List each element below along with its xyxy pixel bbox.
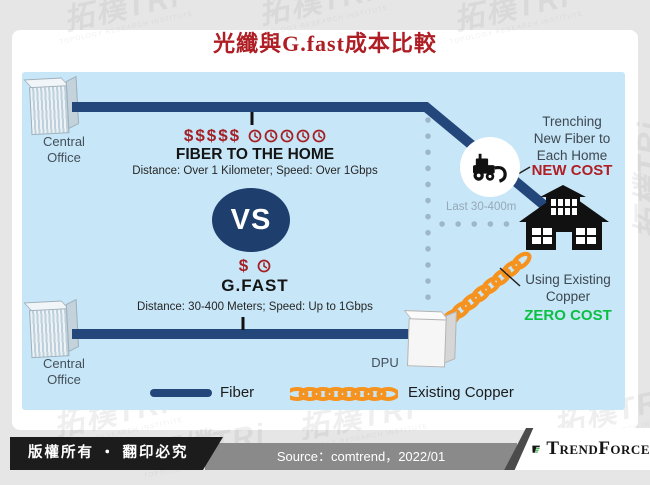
gfast-cost-row: $: [130, 256, 380, 276]
vs-badge: VS: [212, 188, 290, 252]
fiber-specs: Distance: Over 1 Kilometer; Speed: Over …: [132, 165, 378, 177]
brand-logo-box: TrendForce: [504, 428, 650, 470]
trendforce-logo-icon: [532, 445, 541, 453]
central-office-label-top: Central Office: [43, 134, 85, 165]
pointer-line-copper: [499, 267, 521, 287]
legend-fiber-label: Fiber: [220, 384, 255, 401]
page-title: 光纖與G.fast成本比較: [213, 31, 437, 56]
gfast-specs: Distance: 30-400 Meters; Speed: Up to 1G…: [137, 301, 373, 313]
source-bar: Source：comtrend，2022/01: [205, 443, 517, 470]
brand-name: TrendForce: [546, 438, 650, 459]
dpu-label: DPU: [371, 355, 399, 370]
new-cost-label: NEW COST: [531, 162, 613, 179]
legend-copper-label: Existing Copper: [408, 384, 514, 401]
legend-copper-line: [290, 387, 398, 401]
gfast-title: G.FAST: [221, 276, 289, 295]
legend-fiber-line: [150, 389, 212, 397]
diagram-panel: Central Office $$$$$ FIBER TO THE HOME D…: [22, 72, 625, 410]
excavator-icon: [473, 153, 507, 183]
clock-icon: [264, 129, 278, 143]
copper-wire: [440, 251, 532, 328]
clock-icon: [257, 259, 271, 273]
gfast-dollar-icon: $: [238, 256, 251, 275]
dpu-icon: [403, 309, 457, 368]
clock-icon: [296, 129, 310, 143]
fiber-cost-row: $$$$$: [130, 126, 380, 146]
central-office-label-bottom: Central Office: [43, 356, 85, 387]
fiber-clock-icons: [248, 129, 326, 143]
zero-cost-label: ZERO COST: [524, 307, 612, 324]
clock-icon: [248, 129, 262, 143]
fiber-dollar-icons: $$$$$: [183, 126, 242, 145]
excavator-circle: [460, 137, 520, 197]
clock-icon: [312, 129, 326, 143]
fiber-title: FIBER TO THE HOME: [175, 146, 335, 163]
trenching-note: Trenching New Fiber to Each Home: [533, 114, 611, 163]
clock-icon: [280, 129, 294, 143]
house-icon: [519, 185, 609, 250]
last-distance-label: Last 30-400m: [446, 201, 517, 213]
copper-note: Using Existing Copper: [525, 272, 611, 304]
gfast-clock-icon: [257, 259, 271, 273]
copyright-bar: 版權所有 ‧ 翻印必究: [10, 437, 223, 470]
